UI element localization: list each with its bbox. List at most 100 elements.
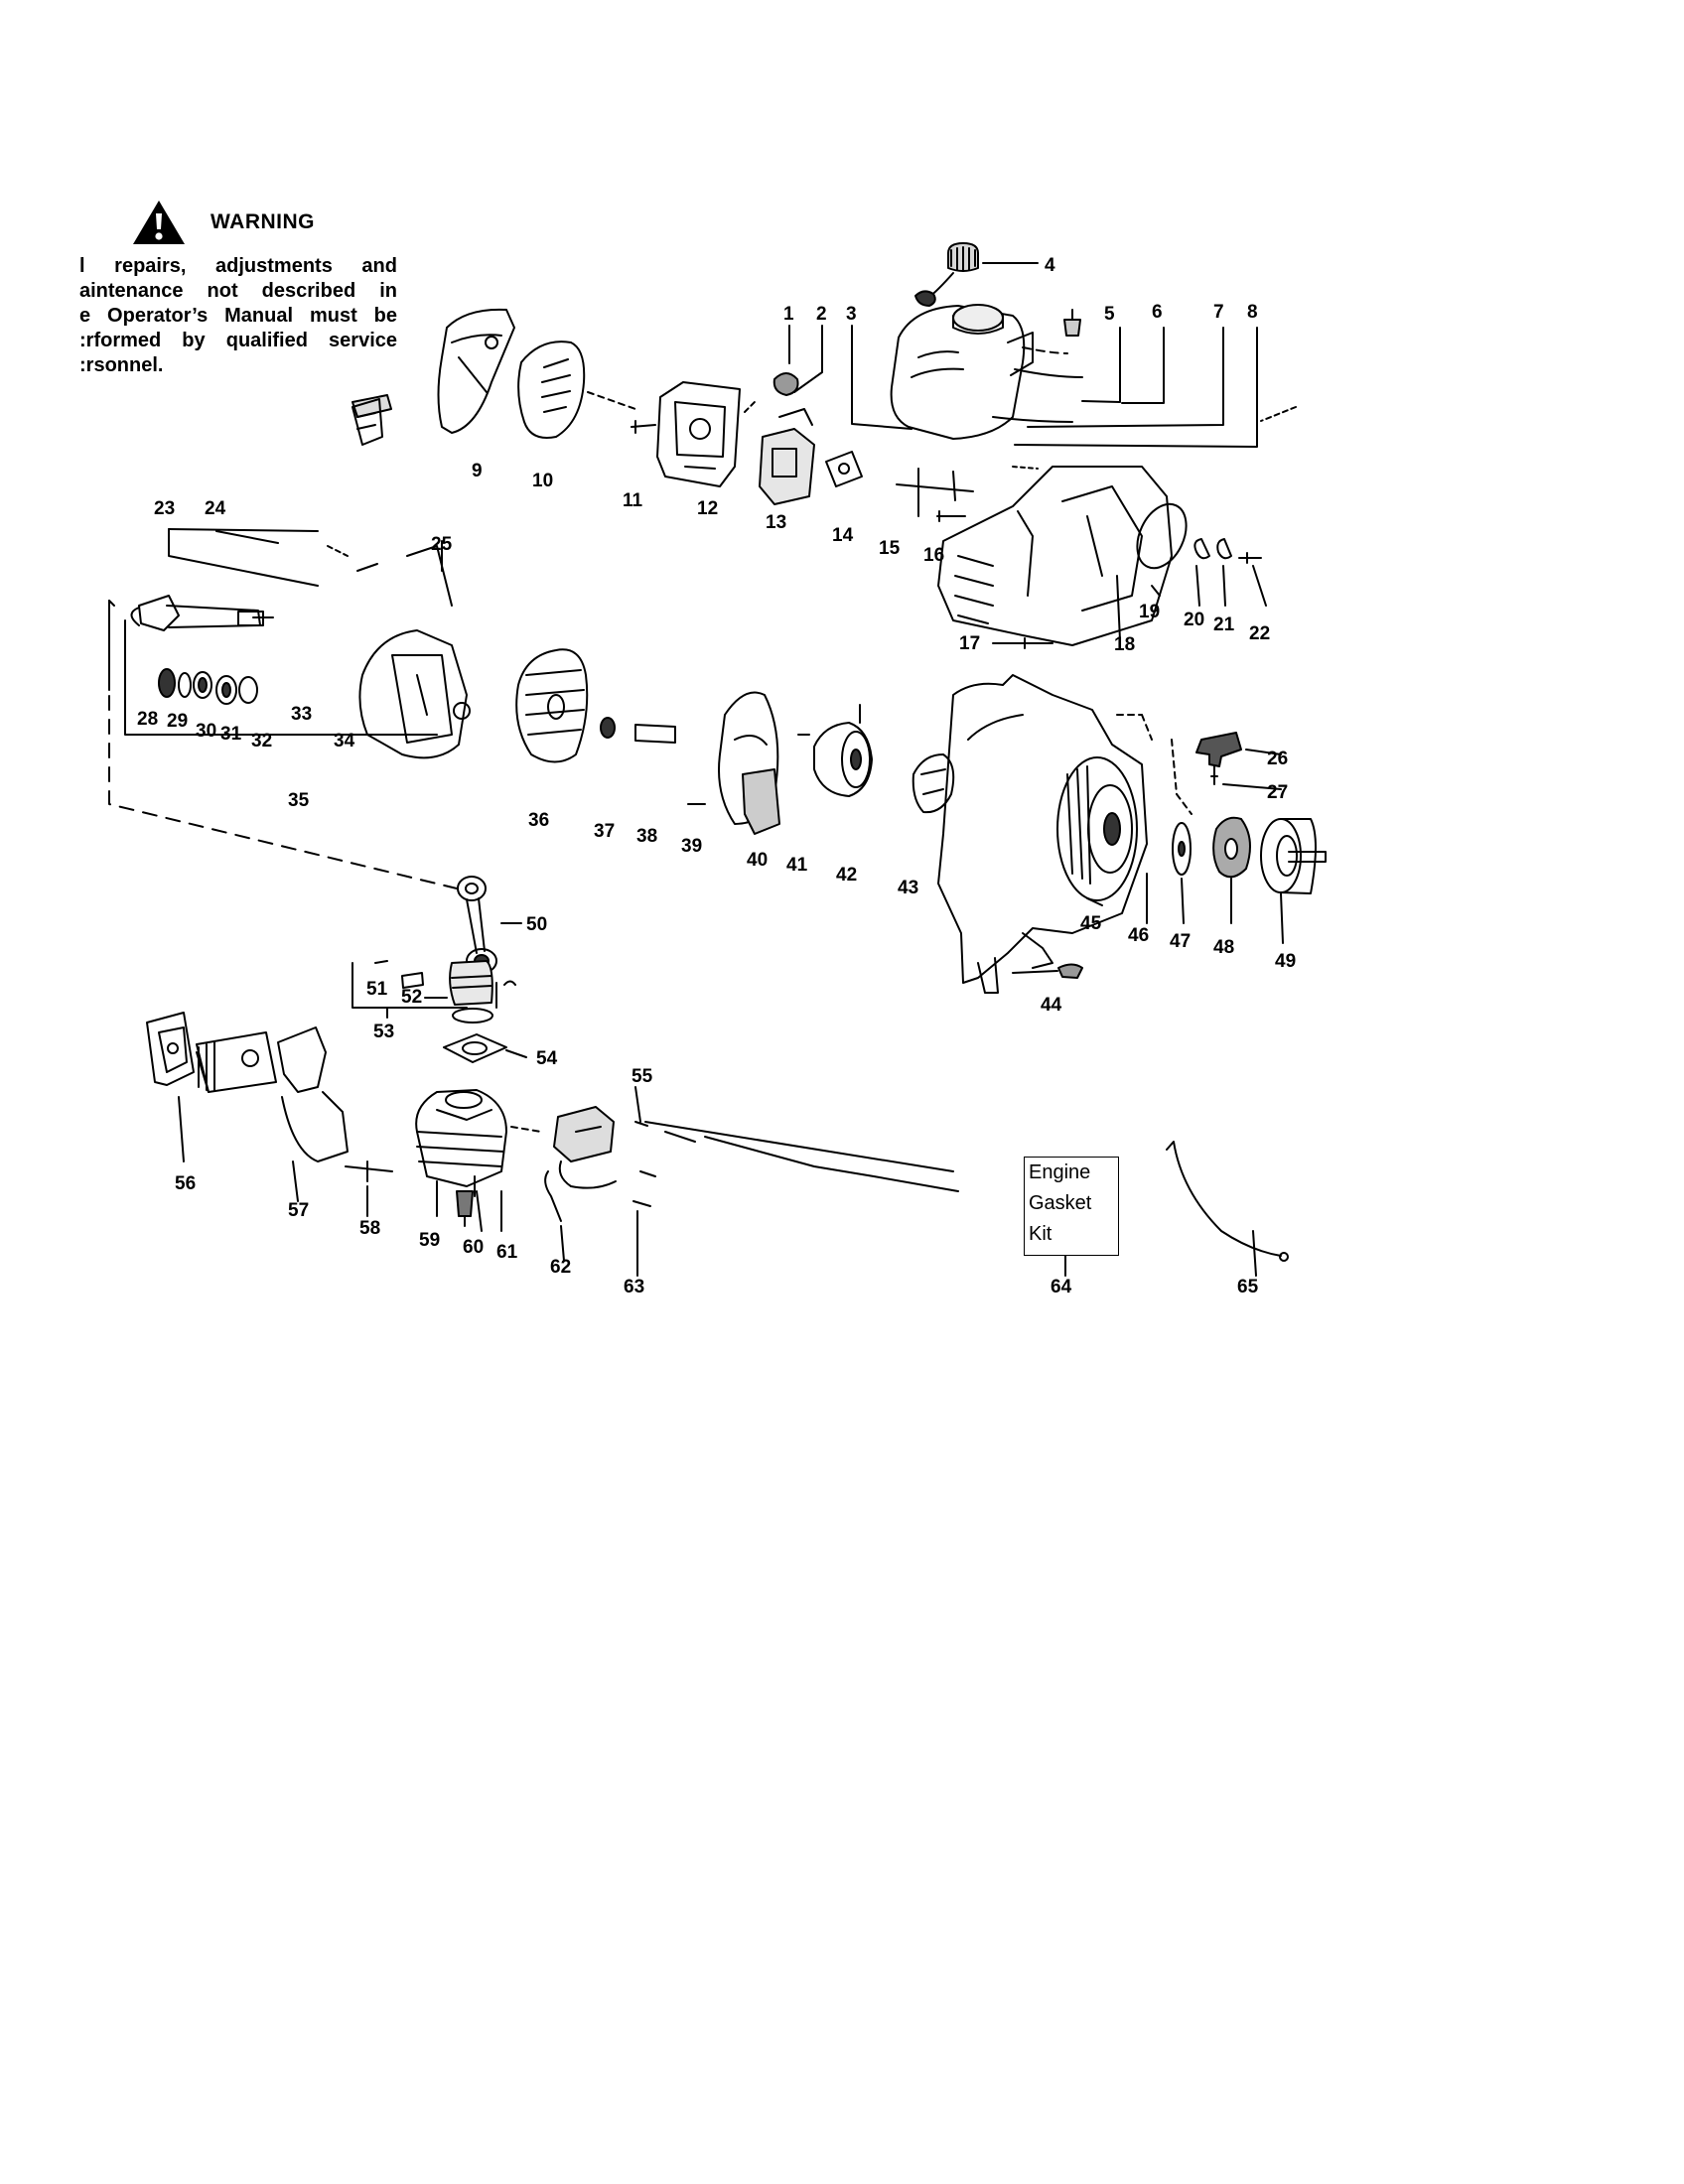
warning-line: aintenance not described in: [79, 280, 397, 302]
carburetor-part: [759, 408, 815, 505]
callout-7: 7: [1213, 302, 1224, 323]
warning-line: :rsonnel.: [79, 354, 164, 376]
callout-65: 65: [1237, 1277, 1259, 1297]
bolt-part: [1057, 963, 1083, 979]
kit-label-line: Gasket: [1029, 1192, 1092, 1214]
kit-label-line: Kit: [1029, 1223, 1052, 1245]
section-dashed-line: [108, 600, 458, 889]
connecting-rod-part: [457, 876, 497, 974]
washer-part: [600, 717, 616, 739]
ring-part: [193, 671, 212, 699]
callout-4: 4: [1045, 255, 1055, 276]
callout-20: 20: [1184, 610, 1204, 630]
warning-header: WARNING: [131, 195, 397, 250]
callout-3: 3: [846, 304, 857, 325]
callout-46: 46: [1128, 925, 1149, 946]
leader-line: [1014, 327, 1258, 448]
warning-text: l repairs, adjustments and aintenance no…: [79, 254, 397, 378]
callout-6: 6: [1152, 302, 1163, 323]
callout-43: 43: [898, 878, 918, 898]
spark-plug-part: [456, 1190, 474, 1227]
leader-line: [351, 962, 468, 1009]
callout-22: 22: [1249, 623, 1270, 644]
ring-part: [238, 676, 258, 704]
callout-10: 10: [532, 471, 553, 491]
circlip-part: [374, 960, 516, 986]
warning-line: :rformed by qualified service: [79, 330, 397, 351]
callout-19: 19: [1139, 602, 1160, 622]
callout-33: 33: [291, 704, 312, 725]
callout-1: 1: [783, 304, 794, 325]
leader-line: [1081, 327, 1121, 403]
screw-part: [631, 420, 656, 434]
callout-24: 24: [205, 498, 226, 519]
piston-part: [449, 960, 493, 1006]
warning-title: WARNING: [210, 210, 315, 233]
leader-line: [896, 483, 974, 492]
primer-bulb-part: [772, 372, 799, 396]
leader-line: [952, 471, 956, 501]
callout-32: 32: [251, 731, 272, 751]
clutch-drum-part: [1260, 818, 1327, 894]
callout-54: 54: [536, 1048, 558, 1069]
callout-58: 58: [359, 1218, 380, 1239]
callout-52: 52: [401, 987, 422, 1008]
starter-housing-part: [937, 674, 1148, 994]
leader-line: [1260, 406, 1297, 422]
spark-plug-boot-part: [544, 1160, 617, 1222]
callout-57: 57: [288, 1200, 309, 1221]
callout-15: 15: [879, 538, 901, 559]
leader-line: [178, 1096, 185, 1162]
callout-27: 27: [1267, 782, 1288, 803]
throttle-cable-part: [1166, 1141, 1289, 1262]
air-filter-part: [517, 341, 586, 439]
warning-line: l repairs, adjustments and: [79, 255, 397, 277]
callout-40: 40: [747, 850, 768, 871]
warning-triangle-icon: [133, 201, 185, 244]
muffler-part: [196, 1031, 277, 1093]
leader-line: [1245, 749, 1282, 755]
callout-41: 41: [786, 855, 808, 876]
callout-42: 42: [836, 865, 857, 886]
cylinder-gasket-part: [443, 1033, 507, 1063]
clip-part: [1193, 538, 1210, 560]
fuel-fitting-part: [1063, 309, 1081, 337]
leader-line: [1027, 327, 1224, 428]
leader-line: [1181, 878, 1185, 924]
warning-line: e Operator’s Manual must be: [79, 305, 397, 327]
callout-37: 37: [594, 821, 615, 842]
leader-line: [168, 528, 319, 587]
leader-line: [1116, 714, 1153, 741]
callout-16: 16: [923, 545, 944, 566]
wire-part: [644, 1121, 959, 1192]
callout-labels: 1 2 3 4 5 6 7 8 9 10 11 12 13 14 15 16 1…: [137, 255, 1296, 1297]
callout-60: 60: [463, 1237, 484, 1258]
leader-line: [327, 545, 349, 557]
callout-5: 5: [1104, 304, 1115, 325]
callout-44: 44: [1041, 995, 1062, 1016]
leader-line: [587, 391, 636, 410]
leader-line: [1171, 739, 1193, 815]
air-box-base-part: [656, 381, 741, 487]
callout-12: 12: [697, 498, 718, 519]
callout-23: 23: [154, 498, 175, 519]
callout-59: 59: [419, 1230, 440, 1251]
callout-63: 63: [624, 1277, 644, 1297]
screw-part: [936, 510, 966, 522]
callout-29: 29: [167, 711, 188, 732]
cylinder-part: [415, 1089, 507, 1187]
pulley-part: [813, 704, 873, 797]
callout-35: 35: [288, 790, 310, 811]
callout-21: 21: [1213, 614, 1235, 635]
piston-ring-part: [452, 1008, 493, 1024]
leader-line: [560, 1225, 565, 1262]
leader-line: [1222, 783, 1282, 790]
leader-line: [1121, 327, 1165, 404]
leader-line: [510, 1126, 542, 1133]
leader-line: [168, 528, 319, 532]
bolt-part: [345, 1160, 393, 1182]
callout-51: 51: [366, 979, 388, 1000]
screw-part: [632, 1121, 656, 1207]
air-filter-cover-part: [437, 308, 515, 434]
callout-11: 11: [623, 490, 643, 511]
